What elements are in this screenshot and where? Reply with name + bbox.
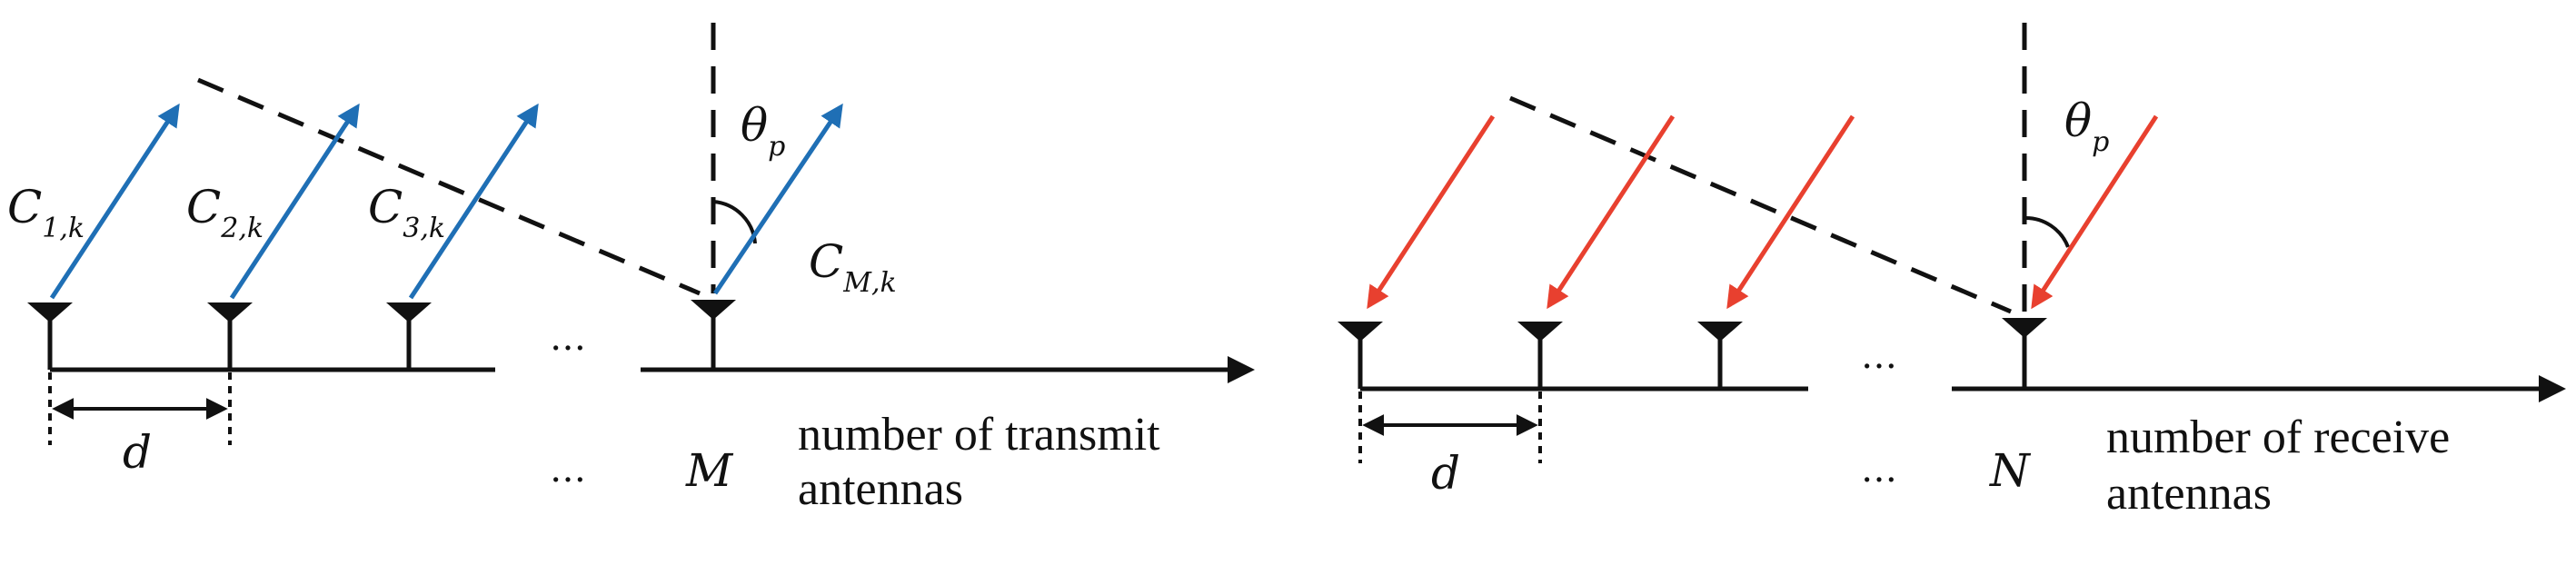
receive-theta-arc <box>2024 215 2070 248</box>
receive-label-index: N <box>1989 444 2032 497</box>
transmit-antenna-m <box>691 300 736 370</box>
transmit-antenna-1 <box>27 302 73 370</box>
receive-dots-upper: … <box>1861 335 1897 377</box>
receive-panel: θp d … … N number of receive antennas <box>1338 23 2566 520</box>
receive-ray-2 <box>1547 114 1676 310</box>
transmit-axis-label-line2: antennas <box>798 463 963 515</box>
receive-antenna-n <box>2002 318 2047 389</box>
transmit-ray-3 <box>408 103 539 300</box>
transmit-antenna-3 <box>386 302 432 370</box>
transmit-axis-label-line1: number of transmit <box>798 409 1160 461</box>
transmit-label-theta: θp <box>741 99 785 163</box>
transmit-label-c1: C1,k <box>7 181 85 244</box>
receive-ray-n <box>2031 114 2159 310</box>
transmit-label-cm: CM,k <box>809 235 897 299</box>
transmit-ray-2 <box>229 103 360 300</box>
transmit-wavefront-dashed <box>197 77 701 296</box>
receive-antenna-3 <box>1697 322 1743 389</box>
transmit-dots-upper: … <box>550 317 586 359</box>
receive-label-spacing: d <box>1431 447 1460 500</box>
transmit-panel: C1,k C2,k C3,k CM,k θp d … … M number of… <box>7 23 1255 515</box>
receive-axis-label-line2: antennas <box>2106 468 2272 520</box>
transmit-antenna-2 <box>207 302 253 370</box>
receive-ray-1 <box>1367 114 1496 310</box>
receive-dots-lower: … <box>1861 449 1897 491</box>
transmit-dots-lower: … <box>550 449 586 491</box>
transmit-label-c3: C3,k <box>368 181 445 244</box>
transmit-ray-1 <box>49 103 180 300</box>
transmit-label-index: M <box>685 444 734 497</box>
receive-antenna-1 <box>1338 322 1383 389</box>
transmit-label-spacing: d <box>123 426 152 479</box>
receive-axis-label-line1: number of receive <box>2106 411 2450 463</box>
transmit-theta-arc <box>712 200 757 244</box>
receive-label-theta: θp <box>2064 94 2109 158</box>
receive-wavefront-dashed <box>1509 95 2012 314</box>
transmit-ray-m <box>712 103 843 295</box>
receive-ray-3 <box>1726 114 1855 310</box>
receive-antenna-2 <box>1517 322 1563 389</box>
transmit-label-c2: C2,k <box>186 181 264 244</box>
